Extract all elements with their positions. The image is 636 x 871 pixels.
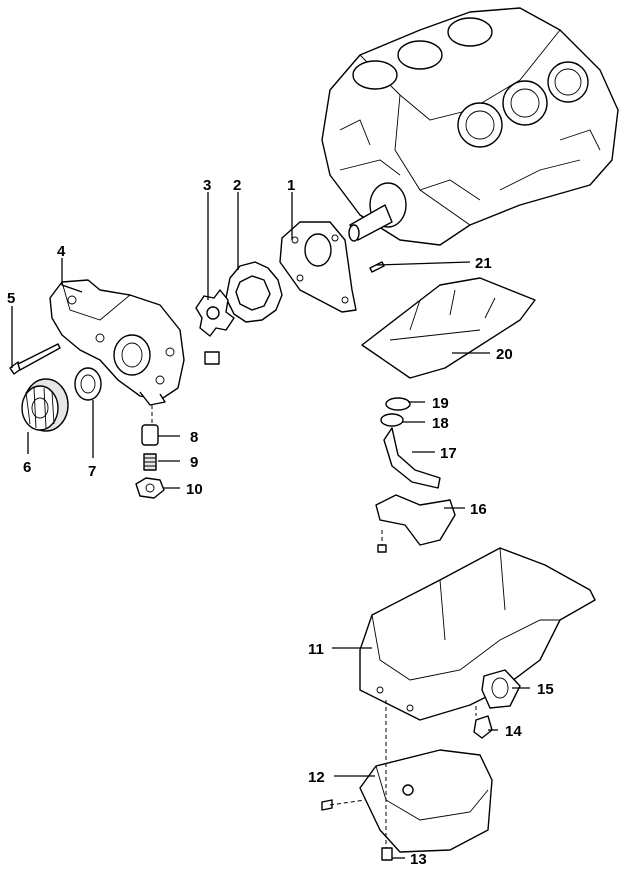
callout-1: 1 xyxy=(287,177,295,194)
engine-block xyxy=(321,7,619,246)
part-17-oil-pickup xyxy=(383,427,441,489)
part-18-o-ring xyxy=(380,413,404,427)
part-20-windage-tray xyxy=(361,277,536,379)
callout-5: 5 xyxy=(7,290,15,307)
callout-18: 18 xyxy=(432,415,449,432)
part-8-relief-plunger xyxy=(141,424,159,446)
part-12-side-bolt xyxy=(321,799,333,811)
part-2-rotor-ring xyxy=(225,261,283,323)
callout-8: 8 xyxy=(190,429,198,446)
part-6-sprocket xyxy=(21,378,69,432)
part-9-spring xyxy=(143,453,157,471)
callout-12: 12 xyxy=(308,769,325,786)
part-14-oil-sensor xyxy=(473,715,493,739)
callout-7: 7 xyxy=(88,463,96,480)
callout-13: 13 xyxy=(410,851,427,868)
callout-19: 19 xyxy=(432,395,449,412)
callout-9: 9 xyxy=(190,454,198,471)
callout-21: 21 xyxy=(475,255,492,272)
part-19-gasket xyxy=(385,397,411,411)
part-3-inner-gear xyxy=(195,289,235,337)
part-13-drain-plug xyxy=(381,847,393,861)
part-12-lower-oil-pan xyxy=(359,749,493,853)
callout-6: 6 xyxy=(23,459,31,476)
callout-16: 16 xyxy=(470,501,487,518)
callout-20: 20 xyxy=(496,346,513,363)
part-7-oil-seal xyxy=(74,367,102,401)
part-16-bolt xyxy=(377,544,387,553)
part-16-baffle xyxy=(375,494,456,546)
part-21-bolt xyxy=(369,261,385,273)
callout-17: 17 xyxy=(440,445,457,462)
part-5-long-bolt xyxy=(9,343,61,375)
callout-11: 11 xyxy=(308,641,324,658)
callout-2: 2 xyxy=(233,177,241,194)
part-4-oil-pump-housing xyxy=(49,279,220,406)
part-11-upper-oil-pan xyxy=(359,547,596,721)
part-10-plug xyxy=(135,477,165,499)
callout-14: 14 xyxy=(505,723,522,740)
callout-15: 15 xyxy=(537,681,554,698)
part-15-oil-filter xyxy=(481,669,521,709)
callout-10: 10 xyxy=(186,481,203,498)
callout-4: 4 xyxy=(57,243,66,260)
callout-3: 3 xyxy=(203,177,211,194)
